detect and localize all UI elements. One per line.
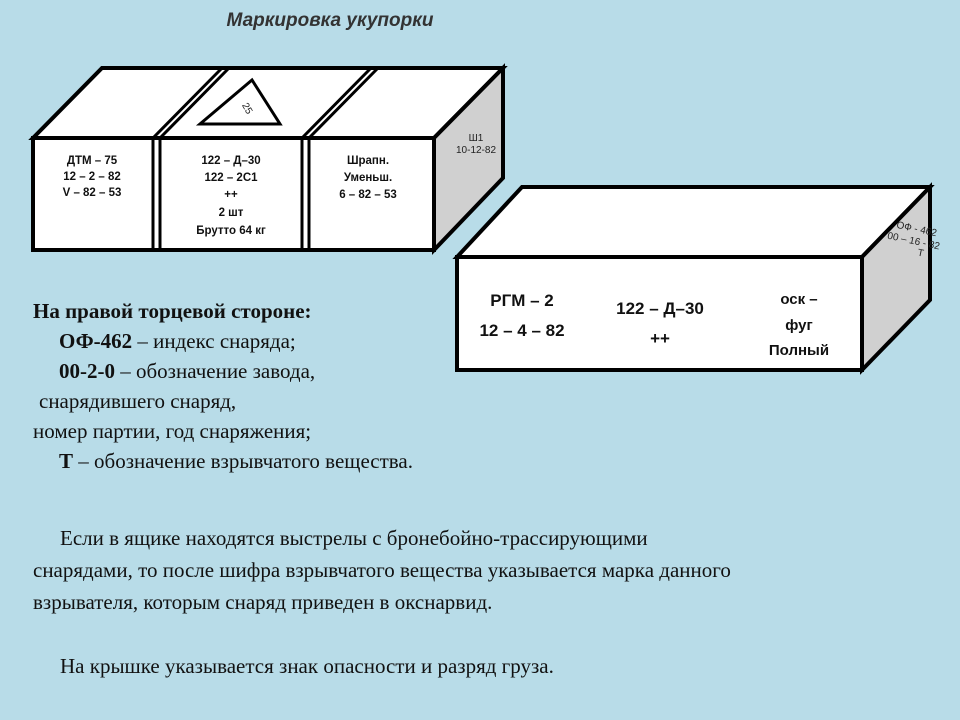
hazard-triangle-icon [195,77,283,126]
box-2-s1-line-1: РГМ – 2 [490,291,554,310]
box-2-top [452,185,935,259]
paragraph-tracer-line-2: снарядами, то после шифра взрывчатого ве… [33,558,731,582]
box-2-s3-line-3: Полный [769,342,829,359]
box-1-s3-line-1: Шрапн. [347,155,389,167]
box-2-s1-line-2: 12 – 4 – 82 [479,321,564,340]
plant-meaning: – обозначение завода, [115,359,316,383]
box-1-s3-line-2: Уменьш. [344,172,392,184]
box-2-s2-line-1: 122 – Д–30 [616,299,704,318]
box-1-side-line-2: 10-12-82 [456,145,496,156]
box-1-s2-line-3: ++ [224,189,238,201]
box-1-s1-line-1: ДТМ – 75 [67,155,118,167]
paragraph-tracer: Если в ящике находятся выстрелы с бронеб… [33,522,943,618]
box-1-s2-line-5: Брутто 64 кг [196,225,266,237]
box-1-s1-line-2: 12 – 2 – 82 [63,171,121,183]
box-1: 25 ДТМ – 75 12 – 2 – 82 V – 82 – 53 122 … [28,63,508,255]
box-1-s2-line-4: 2 шт [219,207,244,219]
right-end-description: На правой торцевой стороне: ОФ-462 – инд… [33,296,943,476]
box-2-s2-line-2: ++ [650,329,670,348]
paragraph-tracer-line-1: Если в ящике находятся выстрелы с бронеб… [60,526,648,550]
plant-code: 00-2-0 [59,359,115,383]
description-heading: На правой торцевой стороне: [33,299,312,323]
box-2-front [455,255,864,372]
box-1-strap-top-right [300,66,373,140]
description-line-explosive: Т – обозначение взрывчатого вещества. [33,446,943,476]
paragraph-tracer-line-3: взрывателя, которым снаряд приведен в ок… [33,590,493,614]
box-2-side-line-3: Т [916,248,924,260]
box-1-s1-line-3: V – 82 – 53 [63,187,122,199]
description-line-plant: 00-2-0 – обозначение завода, [33,356,943,386]
box-1-s3-line-3: 6 – 82 – 53 [339,189,397,201]
index-code: ОФ-462 [59,329,133,353]
explosive-meaning: – обозначение взрывчатого вещества. [73,449,413,473]
box-1-s2-line-2: 122 – 2С1 [204,172,258,184]
description-line-batch: номер партии, год снаряжения; [33,419,312,443]
box-1-strap-top-right-2 [307,66,380,140]
box-1-side-line-1: Ш1 [469,133,484,144]
box-1-strap-top-left [151,66,224,140]
box-2-s3-line-2: фуг [785,317,813,334]
slide-title: Маркировка укупорки [226,10,434,31]
box-1-s2-line-1: 122 – Д–30 [201,155,260,167]
paragraph-lid-line: На крышке указывается знак опасности и р… [60,654,554,678]
hazard-sign-number: 25 [239,101,254,117]
index-meaning: – индекс снаряда; [132,329,296,353]
box-1-front [31,136,436,252]
box-2-s3-line-1: оск – [780,291,817,308]
box-2: РГМ – 2 12 – 4 – 82 122 – Д–30 ++ оск – … [452,182,941,375]
description-line-index: ОФ-462 – индекс снаряда; [33,326,943,356]
box-1-strap-top-left-2 [158,66,231,140]
description-line-plant-cont: снарядившего снаряд, [39,389,237,413]
explosive-code: Т [59,449,74,473]
paragraph-lid: На крышке указывается знак опасности и р… [33,650,943,682]
